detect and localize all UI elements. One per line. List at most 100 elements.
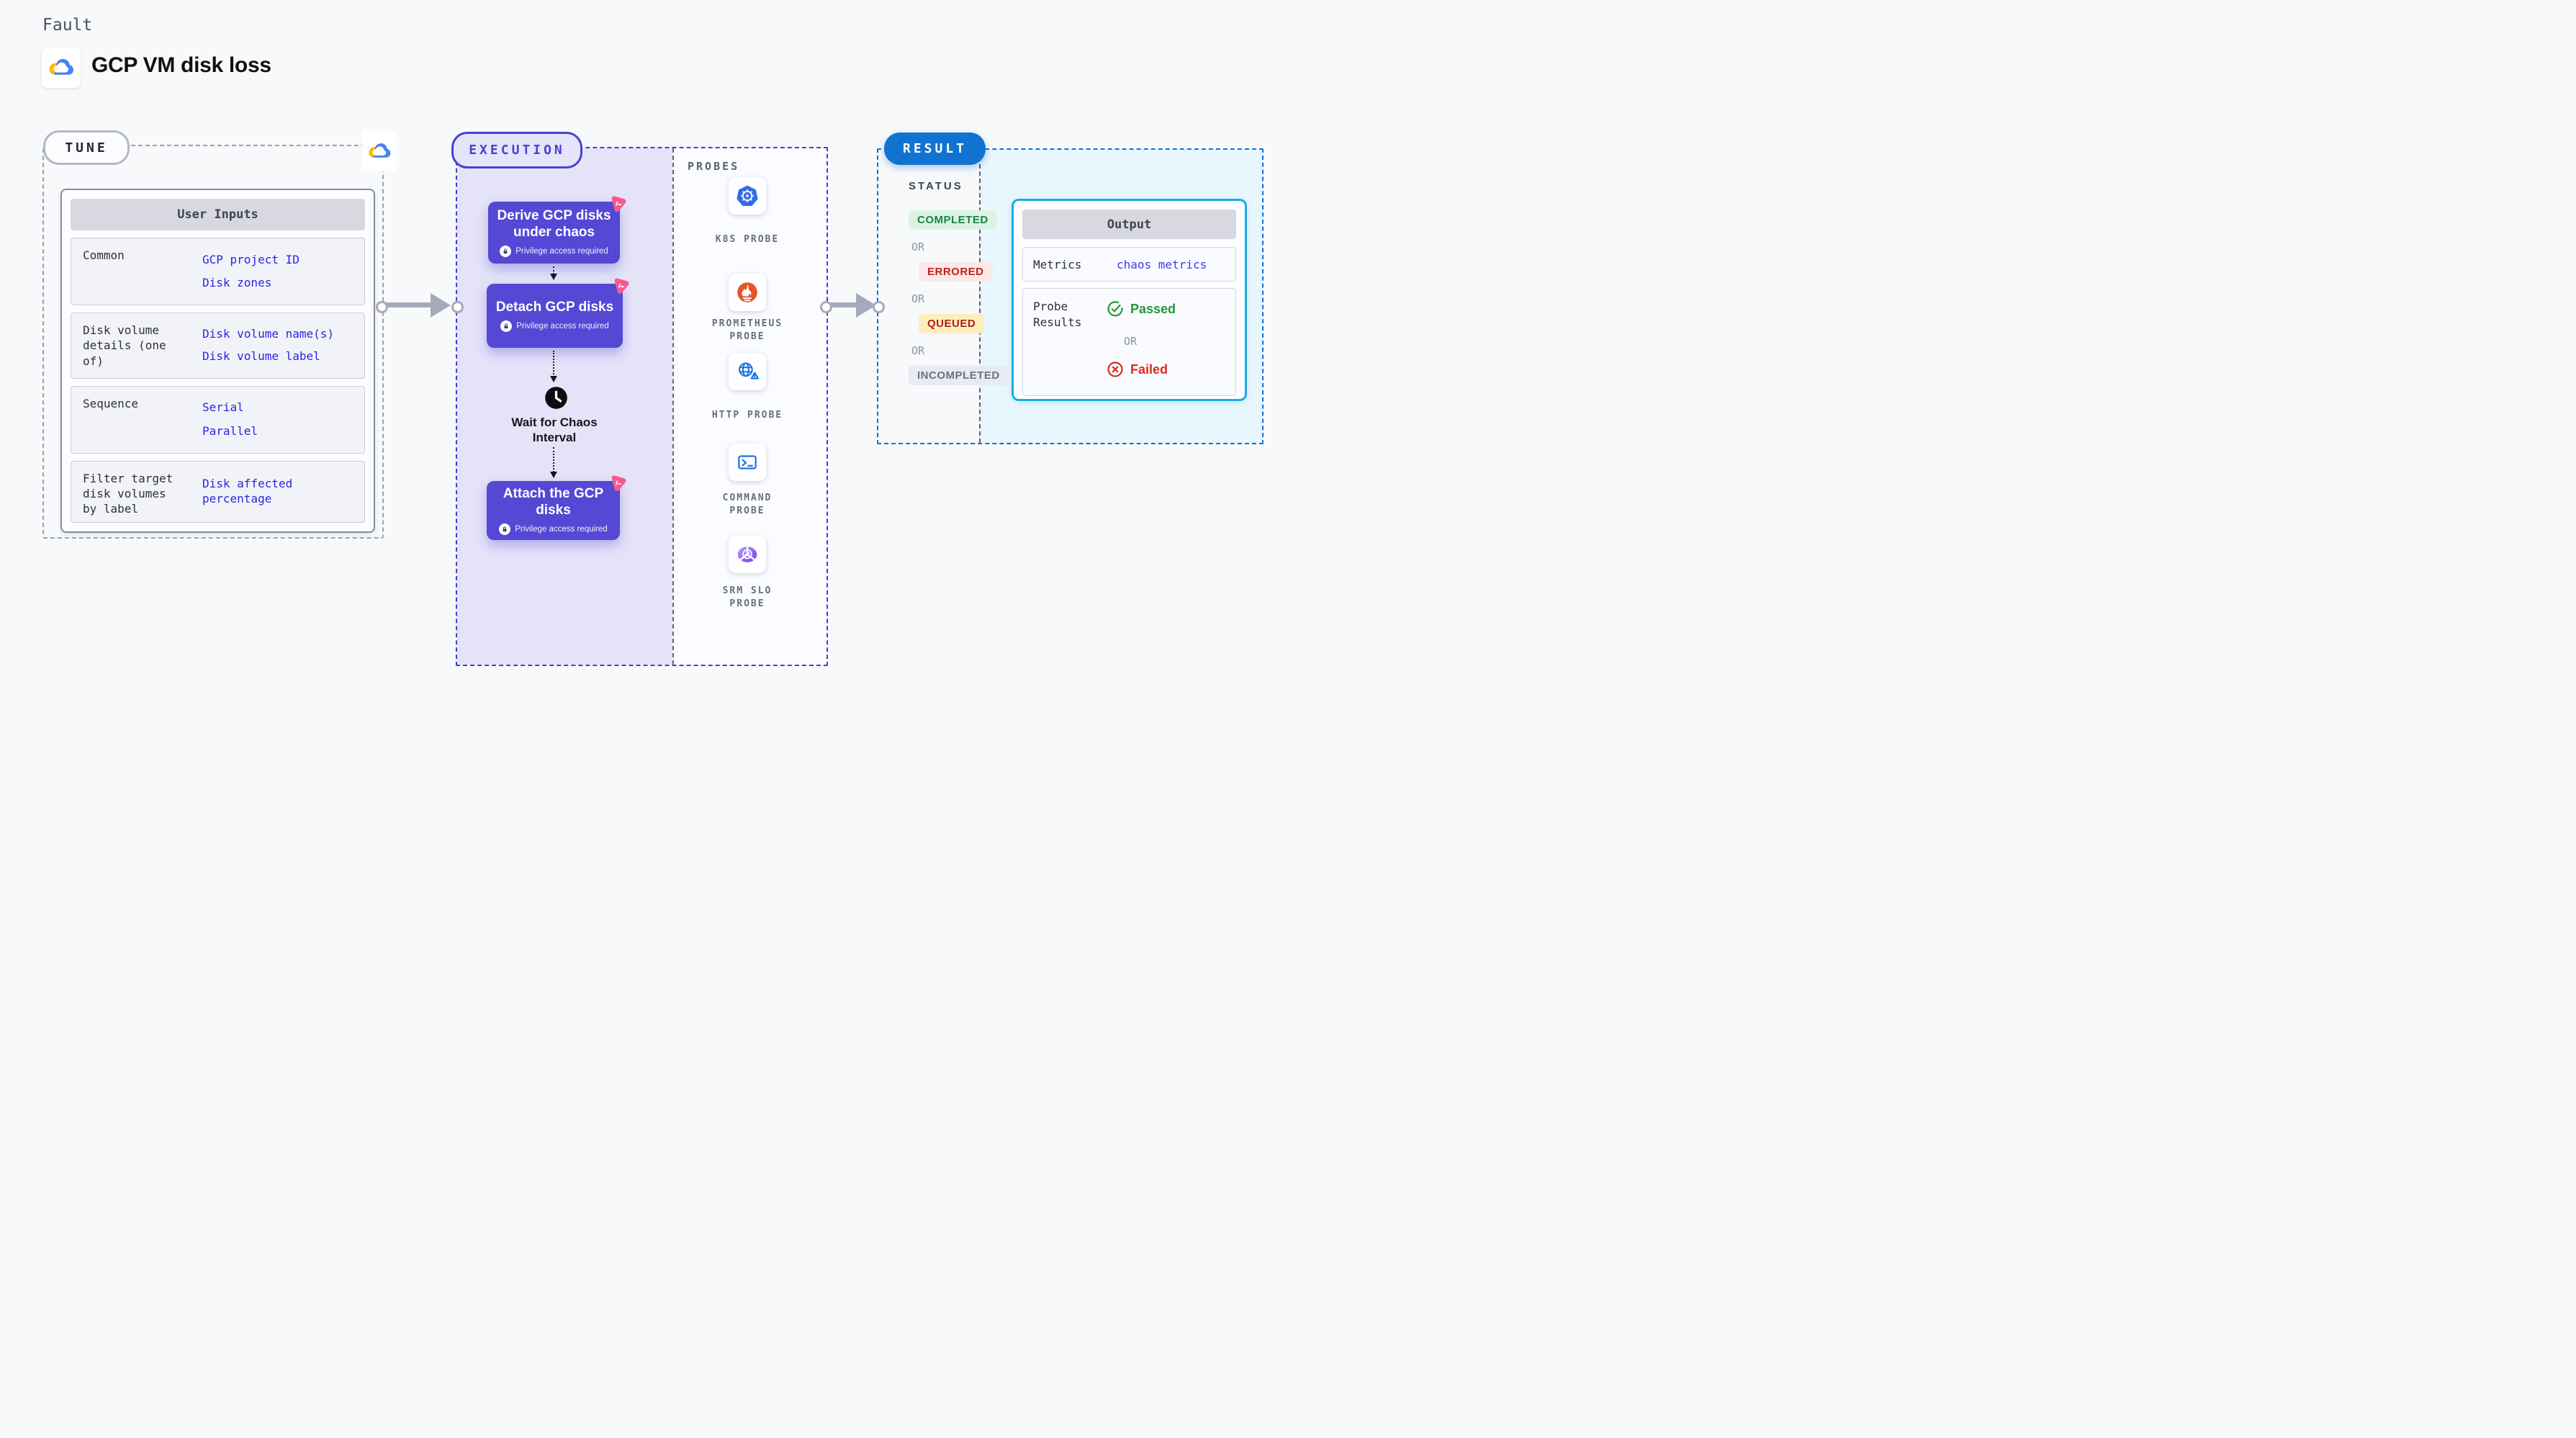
row-values: Serial Parallel <box>185 387 364 453</box>
row-value: Disk affected percentage <box>202 477 293 505</box>
user-inputs-header: User Inputs <box>71 199 365 230</box>
execution-probes-divider <box>672 148 674 665</box>
slo-donut-icon <box>737 545 757 562</box>
flow-arrow-line <box>829 302 856 307</box>
privilege-note-text: Privilege access required <box>515 246 608 256</box>
tune-badge: TUNE <box>43 130 130 165</box>
privilege-note-text: Privilege access required <box>516 322 609 331</box>
terminal-icon <box>738 455 757 469</box>
privilege-note-text: Privilege access required <box>515 524 608 534</box>
step-title: Detach GCP disks <box>495 299 614 315</box>
row-values: Disk volume name(s) Disk volume label <box>185 313 364 377</box>
fault-diagram-page: Fault GCP VM disk loss TUNE <box>0 0 1288 719</box>
status-or-separator: OR <box>911 292 925 305</box>
step-derive-gcp-disks: Derive GCP disks under chaos Privilege a… <box>488 196 626 264</box>
step-attach-gcp-disks: Attach the GCP disks Privilege access re… <box>487 475 626 540</box>
table-row: Sequence Serial Parallel <box>71 385 365 454</box>
output-card: Output Metrics chaos metrics Probe Resul… <box>1012 199 1247 401</box>
probe-label-prometheus: PROMETHEUS PROBE <box>711 318 783 342</box>
row-value: Disk volume name(s) <box>202 326 335 341</box>
table-row: Common GCP project ID Disk zones <box>71 238 365 306</box>
passed-label: Passed <box>1130 301 1176 316</box>
flow-down-arrow <box>550 351 557 382</box>
status-badge-errored: ERRORED <box>919 262 993 282</box>
probe-card-k8s <box>729 177 766 215</box>
lock-icon <box>500 320 513 333</box>
result-badge: RESULT <box>884 132 986 165</box>
probe-label-k8s: K8S PROBE <box>715 234 780 245</box>
table-row: Disk volume details (one of) Disk volume… <box>71 313 365 379</box>
probe-results-label: Probe Results <box>1033 300 1082 329</box>
probe-card-command <box>729 444 766 481</box>
chaos-litmus-icon <box>614 278 629 295</box>
row-value: GCP project ID <box>202 252 300 266</box>
table-row: Filter target disk volumes by label Disk… <box>71 460 365 523</box>
probe-card-srm-slo <box>729 536 766 573</box>
status-section-label: STATUS <box>909 180 963 192</box>
row-value: Disk volume label <box>202 349 320 364</box>
status-badge-incompleted: INCOMPLETED <box>909 366 1009 385</box>
execution-badge: EXECUTION <box>451 132 582 168</box>
output-header: Output <box>1022 210 1236 239</box>
chaos-litmus-icon <box>611 475 626 492</box>
row-value: Disk zones <box>202 275 272 289</box>
step-title: Derive GCP disks under chaos <box>497 208 611 240</box>
http-globe-icon <box>739 362 759 379</box>
connector-ring <box>376 301 388 313</box>
gcp-cloud-icon <box>369 143 391 158</box>
wait-clock-icon <box>545 387 567 409</box>
flow-down-arrow <box>550 266 557 280</box>
probe-label-srm-slo: SRM SLO PROBE <box>722 585 773 609</box>
status-or-separator: OR <box>911 241 925 253</box>
probe-card-http <box>729 353 766 390</box>
x-circle-icon <box>1107 361 1123 377</box>
status-or-separator: OR <box>911 344 925 357</box>
step-title: Attach the GCP disks <box>503 486 604 518</box>
step-wait-for-chaos-interval: Wait for Chaos Interval <box>511 415 598 444</box>
probe-result-passed: Passed <box>1107 300 1176 318</box>
privilege-note: Privilege access required <box>500 245 608 257</box>
connector-ring <box>873 301 885 313</box>
flow-down-arrow <box>550 447 557 478</box>
step-detach-gcp-disks: Detach GCP disks Privilege access requir… <box>487 278 629 348</box>
status-badge-queued: QUEUED <box>919 314 985 333</box>
flow-arrow-line <box>384 302 431 307</box>
chaos-litmus-icon <box>611 196 626 212</box>
page-kicker: Fault <box>42 16 93 35</box>
check-circle-icon <box>1107 301 1123 317</box>
privilege-note: Privilege access required <box>499 523 608 535</box>
metrics-row: Metrics chaos metrics <box>1022 247 1236 282</box>
probe-card-prometheus <box>729 274 766 311</box>
gcp-cloud-icon <box>49 58 73 75</box>
prometheus-icon <box>737 282 757 302</box>
result-or-separator: OR <box>1124 335 1138 348</box>
flow-arrowhead <box>431 293 451 318</box>
probe-label-command: COMMAND PROBE <box>722 493 773 516</box>
row-label: Common <box>83 248 125 262</box>
row-values: Disk affected percentage <box>185 462 364 522</box>
probes-area <box>674 148 827 665</box>
row-label: Filter target disk volumes by label <box>83 471 174 516</box>
connector-ring <box>451 301 464 313</box>
metrics-label: Metrics <box>1033 257 1082 271</box>
tune-panel <box>42 145 384 539</box>
user-inputs-card: User Inputs Common GCP project ID Disk z… <box>60 189 375 533</box>
row-values: GCP project ID Disk zones <box>185 238 364 305</box>
page-title: GCP VM disk loss <box>91 53 271 77</box>
probe-results-values: Passed OR Failed <box>1107 289 1235 395</box>
row-value: Serial <box>202 400 244 415</box>
row-value: Parallel <box>202 423 258 438</box>
probe-results-row: Probe Results Passed OR Failed <box>1022 288 1236 396</box>
status-badge-completed: COMPLETED <box>909 210 997 230</box>
probe-label-http: HTTP PROBE <box>711 410 783 421</box>
row-label: Disk volume details (one of) <box>83 323 166 368</box>
failed-label: Failed <box>1130 361 1168 377</box>
gcp-logo-card <box>42 48 81 88</box>
row-label: Sequence <box>83 396 139 410</box>
lock-icon <box>499 523 511 535</box>
metrics-value: chaos metrics <box>1117 257 1207 271</box>
gcp-corner-logo-card <box>362 131 397 171</box>
probe-result-failed: Failed <box>1107 361 1168 378</box>
lock-icon <box>500 245 512 257</box>
kubernetes-icon <box>737 185 758 207</box>
